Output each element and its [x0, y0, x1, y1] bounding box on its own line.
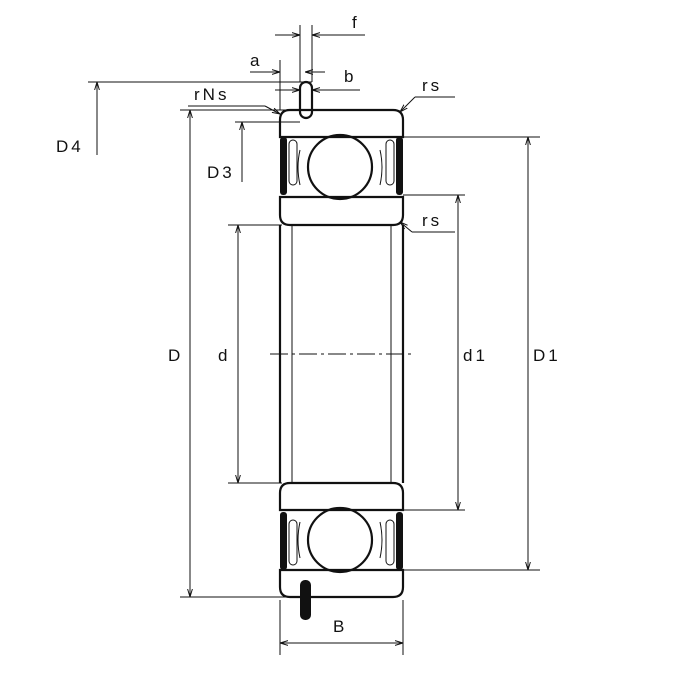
label-rNs: rNs — [194, 85, 229, 104]
top-section — [278, 80, 405, 227]
outer-ring-bottom — [278, 568, 405, 599]
label-B: B — [333, 617, 347, 636]
snap-ring-top — [298, 80, 314, 120]
seal-right-top — [396, 137, 403, 195]
inner-ring-bottom — [278, 481, 405, 512]
label-d1: d1 — [463, 346, 488, 365]
ball-top — [306, 133, 374, 201]
seal-left-top — [280, 137, 287, 195]
label-rs-outer: rs — [422, 76, 442, 95]
label-b: b — [344, 67, 356, 86]
label-D1: D1 — [533, 346, 561, 365]
label-f: f — [352, 13, 360, 32]
bore — [270, 225, 415, 483]
dimension-lines — [88, 25, 540, 655]
label-D: D — [168, 346, 183, 365]
snap-ring-bottom — [300, 580, 311, 620]
label-a: a — [250, 51, 262, 70]
label-rs-inner: rs — [422, 211, 442, 230]
label-D4: D4 — [56, 137, 84, 156]
inner-ring-top — [278, 195, 405, 227]
label-d: d — [218, 346, 230, 365]
outer-ring-top — [278, 108, 405, 139]
label-D3: D3 — [207, 163, 235, 182]
ball-bottom — [306, 506, 374, 574]
bottom-section — [278, 481, 405, 620]
